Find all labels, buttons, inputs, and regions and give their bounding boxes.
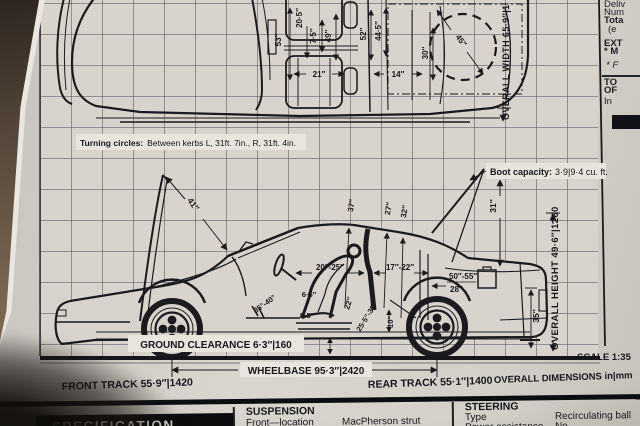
dim-37: 37″ xyxy=(346,198,357,212)
wheelbase-label: WHEELBASE 95·3″|2420 xyxy=(248,366,365,377)
suspension-row-value: MacPherson strut xyxy=(341,415,421,426)
column-divider xyxy=(451,402,455,426)
dim-49: 49″ xyxy=(324,29,333,42)
column-fragment: EXT xyxy=(604,38,623,49)
overall-width-label: OVERALL WIDTH 65·9″|1 xyxy=(501,4,511,120)
suspension-heading: SUSPENSION xyxy=(245,405,315,418)
dim-28: 28″ xyxy=(450,285,463,294)
ground-clearance-label: GROUND CLEARANCE 6·3″|160 xyxy=(140,340,292,351)
dim-21: 21″ xyxy=(313,70,326,79)
spare-wheel-dashed-circle xyxy=(428,12,498,82)
corner-shadow xyxy=(0,326,215,426)
dim-52: 52″ xyxy=(359,27,368,40)
svg-text:Boot capacity:3·9|9·4 cu. ft.: Boot capacity:3·9|9·4 cu. ft. xyxy=(490,167,608,177)
column-fragment: Deliv xyxy=(604,0,626,10)
overall-height-label: OVERALL HEIGHT 49·6″|1260 xyxy=(550,206,561,350)
steering-row-value: No xyxy=(555,421,568,426)
dim-35: 35″ xyxy=(531,309,541,323)
dim-boot-width: 50″-55″ xyxy=(449,272,477,281)
dim-14: 14″ xyxy=(392,70,405,79)
dim-44-5: 44·5″ xyxy=(374,21,383,41)
plan-seats xyxy=(267,0,358,109)
dim-32: 32″ xyxy=(399,204,410,218)
overall-dimensions-label: OVERALL DIMENSIONS in|mm xyxy=(494,370,633,386)
column-black-bar xyxy=(612,115,640,129)
plan-view-dimensions: 20·5″ 53″ 7·5″ 49″ 52″ 44·5″ 21″ 14″ 30″… xyxy=(274,4,511,122)
dim-legroom-rear: 17″-22″ xyxy=(386,263,414,272)
dim-20-5: 20·5″ xyxy=(295,8,304,28)
dim-7-5: 7·5″ xyxy=(309,28,318,44)
column-divider xyxy=(232,407,236,426)
suspension-row-label: Front—location xyxy=(245,417,314,426)
dim-27: 27″ xyxy=(383,201,394,215)
column-fragment: OF xyxy=(604,85,618,96)
technical-drawing: 20·5″ 53″ 7·5″ 49″ 52″ 44·5″ 21″ 14″ 30″… xyxy=(39,0,633,393)
dim-legroom-front: 20″-25″ xyxy=(316,263,344,272)
steering-row-label: Power assistance xyxy=(465,421,544,426)
side-view-dimensions: 41″ 31″ 37″ 27″ 32″ 20″-25″ 17″-22″ 6·5″… xyxy=(40,163,633,393)
dim-41: 41″ xyxy=(185,196,201,213)
column-fragment: Num xyxy=(604,7,625,18)
scale-label: SCALE 1:35 xyxy=(577,352,632,363)
plan-view-car xyxy=(56,0,530,123)
dim-45: 45″ xyxy=(454,33,469,49)
turning-label: Turning circles: xyxy=(80,138,143,148)
boot-capacity-value: 3·9|9·4 cu. ft. xyxy=(555,167,608,177)
boot-capacity-note: Boot capacity:3·9|9·4 cu. ft. xyxy=(469,163,608,181)
turning-circles-note: Turning circles: Between kerbs L, 31ft. 7… xyxy=(76,134,306,150)
dim-6-5: 6·5″ xyxy=(302,290,317,299)
boot-capacity-label: Boot capacity: xyxy=(490,167,552,177)
column-fragment: (e xyxy=(608,24,617,35)
rear-wheel-arch xyxy=(402,276,472,302)
column-fragment: * F xyxy=(606,60,619,71)
dim-30: 30″ xyxy=(421,46,430,59)
column-fragment: Tota xyxy=(604,15,624,26)
turning-text: Between kerbs L, 31ft. 7in., R, 31ft. 4i… xyxy=(147,138,296,148)
dim-22: 22″ xyxy=(342,296,355,311)
dim-10: 10″ xyxy=(386,315,395,328)
dim-31: 31″ xyxy=(488,199,498,213)
column-rule xyxy=(602,75,640,77)
rear-track-label: REAR TRACK 55·1″|1400 xyxy=(368,375,493,391)
column-fragment: In xyxy=(604,96,612,107)
dim-8-5: 8·5″ xyxy=(300,311,315,320)
column-fragment: TO xyxy=(604,77,618,88)
svg-text:Turning circles:Between kerbs: Turning circles: Between kerbs L, 31ft. 7… xyxy=(80,138,296,148)
boot-suitcase xyxy=(477,266,497,289)
dim-53: 53″ xyxy=(274,33,283,46)
ground-line xyxy=(40,356,600,360)
column-fragment: * M xyxy=(604,46,619,57)
